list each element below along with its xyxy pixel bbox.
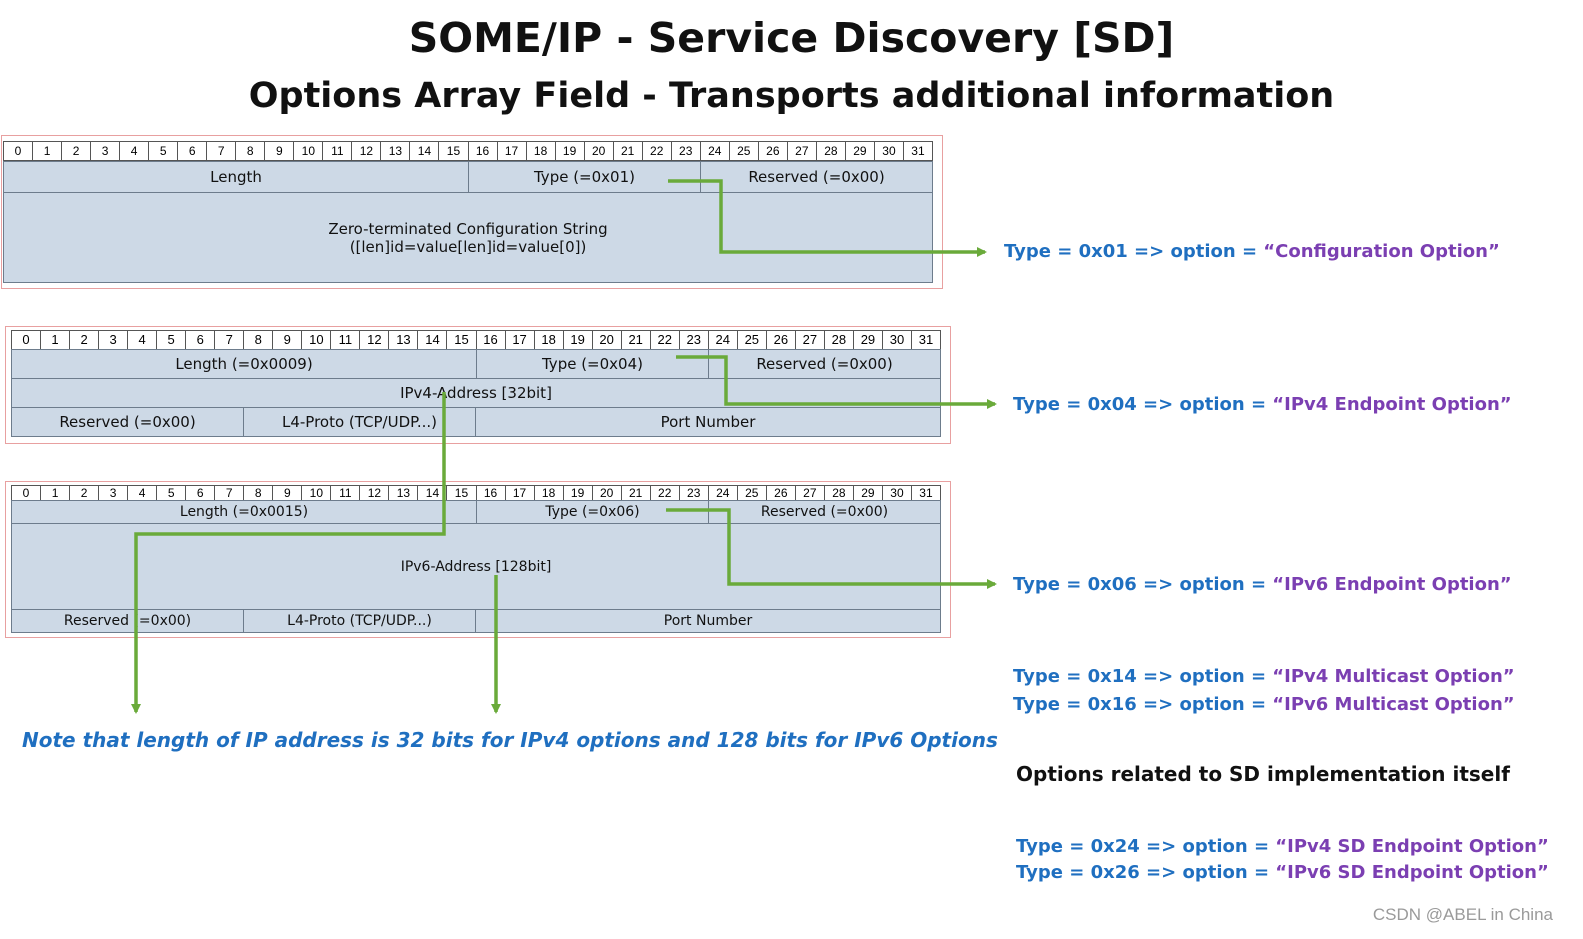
l4-proto-field: L4-Proto (TCP/UDP...) (243, 609, 476, 633)
bit-number: 3 (90, 141, 120, 161)
bit-number: 13 (388, 485, 418, 501)
bit-number: 31 (910, 485, 941, 501)
annotation-config-option: Type = 0x01 => option = “Configuration O… (1004, 241, 1500, 262)
bit-number: 13 (380, 141, 410, 161)
length-field: Length (=0x0015) (11, 500, 477, 524)
type-field: Type (=0x04) (476, 349, 709, 379)
bit-number: 14 (409, 141, 439, 161)
bit-number: 25 (728, 141, 758, 161)
annotation-ipv4-multicast: Type = 0x14 => option = “IPv4 Multicast … (1013, 666, 1515, 687)
bit-number: 9 (264, 141, 294, 161)
bit-number: 20 (583, 141, 613, 161)
bit-number: 23 (678, 330, 708, 350)
bit-number: 14 (417, 485, 447, 501)
bit-number: 22 (649, 330, 679, 350)
arrow-type-0x01 (668, 179, 987, 257)
bit-number: 12 (359, 330, 389, 350)
bit-number: 1 (32, 141, 62, 161)
annotation-ipv6-sd-endpoint: Type = 0x26 => option = “IPv6 SD Endpoin… (1016, 862, 1549, 883)
page-subtitle: Options Array Field - Transports additio… (248, 76, 1335, 116)
bit-number: 30 (873, 141, 903, 161)
length-field: Length (3, 161, 469, 193)
bit-number: 16 (475, 485, 505, 501)
bit-number: 2 (61, 141, 91, 161)
arrow-ipv4-length (131, 392, 446, 714)
port-number-field: Port Number (475, 609, 941, 633)
bit-number: 22 (641, 141, 671, 161)
sd-options-heading: Options related to SD implementation its… (1016, 762, 1510, 786)
l4-proto-field: L4-Proto (TCP/UDP...) (243, 407, 476, 437)
bit-number: 23 (670, 141, 700, 161)
bit-number: 21 (612, 141, 642, 161)
bit-number: 24 (707, 330, 737, 350)
bit-number: 12 (359, 485, 389, 501)
bit-number: 6 (177, 141, 207, 161)
bit-number: 11 (322, 141, 352, 161)
bit-number: 16 (467, 141, 497, 161)
page-title: SOME/IP - Service Discovery [SD] (408, 14, 1175, 62)
bit-number: 14 (417, 330, 447, 350)
bit-number: 30 (881, 330, 911, 350)
bit-number: 0 (3, 141, 33, 161)
bit-number: 31 (910, 330, 941, 350)
bit-number: 7 (206, 141, 236, 161)
port-number-field: Port Number (475, 407, 941, 437)
reserved-field: Reserved (=0x00) (700, 161, 933, 193)
annotation-ipv6-endpoint: Type = 0x06 => option = “IPv6 Endpoint O… (1013, 574, 1512, 595)
arrow-type-0x04 (676, 355, 997, 409)
bit-number: 29 (852, 330, 882, 350)
bit-number: 31 (902, 141, 933, 161)
bit-number: 8 (235, 141, 265, 161)
bit-number: 17 (496, 141, 526, 161)
watermark: CSDN @ABEL in China (1372, 905, 1553, 924)
bit-number: 26 (765, 485, 795, 501)
bit-number: 19 (554, 141, 584, 161)
ip-length-note: Note that length of IP address is 32 bit… (22, 728, 998, 752)
bit-number: 25 (736, 330, 766, 350)
bit-number: 5 (148, 141, 178, 161)
bit-number: 10 (293, 141, 323, 161)
annotation-ipv4-sd-endpoint: Type = 0x24 => option = “IPv4 SD Endpoin… (1016, 836, 1549, 857)
bit-number: 26 (765, 330, 795, 350)
reserved-field: Reserved (=0x00) (11, 609, 244, 633)
bit-number: 13 (388, 330, 418, 350)
annotation-ipv4-endpoint: Type = 0x04 => option = “IPv4 Endpoint O… (1013, 394, 1512, 415)
bit-number: 11 (330, 330, 360, 350)
config-string-field: Zero-terminated Configuration String ([l… (3, 192, 933, 283)
bit-number: 29 (844, 141, 874, 161)
bit-number: 15 (438, 141, 468, 161)
bit-number: 26 (757, 141, 787, 161)
bit-number: 28 (815, 141, 845, 161)
bit-number: 24 (699, 141, 729, 161)
bit-number: 12 (351, 141, 381, 161)
type-field: Type (=0x06) (476, 500, 709, 524)
bit-number: 4 (119, 141, 149, 161)
bit-number: 18 (525, 141, 555, 161)
bit-number: 18 (533, 330, 563, 350)
arrow-type-0x06 (666, 508, 997, 589)
bit-number: 30 (881, 485, 911, 501)
bit-number: 24 (707, 485, 737, 501)
annotation-ipv6-multicast: Type = 0x16 => option = “IPv6 Multicast … (1013, 694, 1515, 715)
reserved-field: Reserved (=0x00) (708, 500, 941, 524)
reserved-field: Reserved (=0x00) (11, 407, 244, 437)
bit-number: 27 (786, 141, 816, 161)
type-field: Type (=0x01) (468, 161, 701, 193)
